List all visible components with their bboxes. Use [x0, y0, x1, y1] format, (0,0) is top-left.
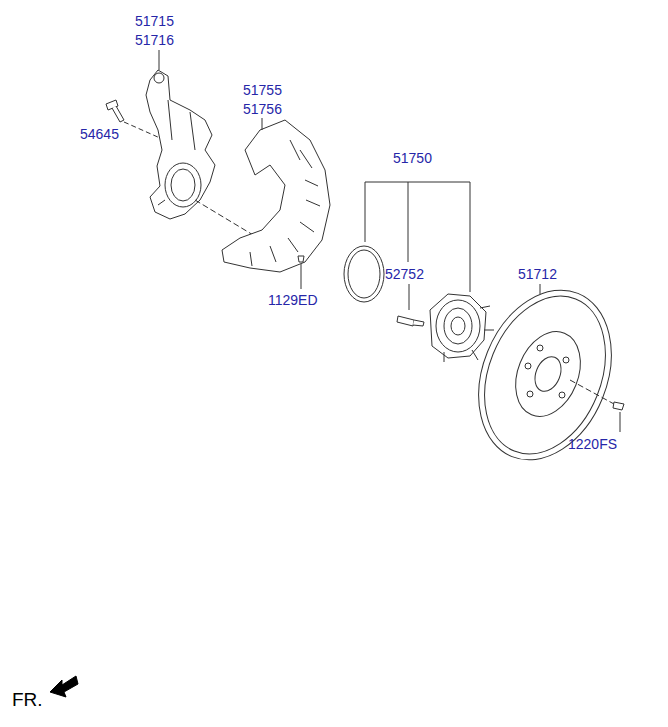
- hub-bearing: [430, 294, 494, 362]
- direction-label: FR.: [12, 690, 43, 710]
- callout-number: 51716: [135, 32, 174, 48]
- callout-number: 51755: [243, 82, 282, 98]
- steering-knuckle: [146, 50, 215, 219]
- disc-screw: [613, 402, 624, 432]
- dust-shield: [195, 118, 330, 289]
- seal-ring: [344, 246, 384, 302]
- callout-number: 51715: [135, 13, 174, 29]
- callout-number: 51756: [243, 101, 282, 117]
- callout-number: 51750: [393, 150, 432, 166]
- callout-number: 52752: [385, 266, 424, 282]
- hub-bracket: [365, 182, 470, 292]
- hub-bolt: [397, 284, 424, 326]
- callout-number: 1220FS: [568, 436, 617, 452]
- callout-number: 54645: [80, 126, 119, 142]
- callout-number: 51712: [518, 266, 557, 282]
- front-arrow: [50, 676, 78, 697]
- brake-disc: [455, 270, 636, 480]
- callout-number: 1129ED: [268, 292, 318, 308]
